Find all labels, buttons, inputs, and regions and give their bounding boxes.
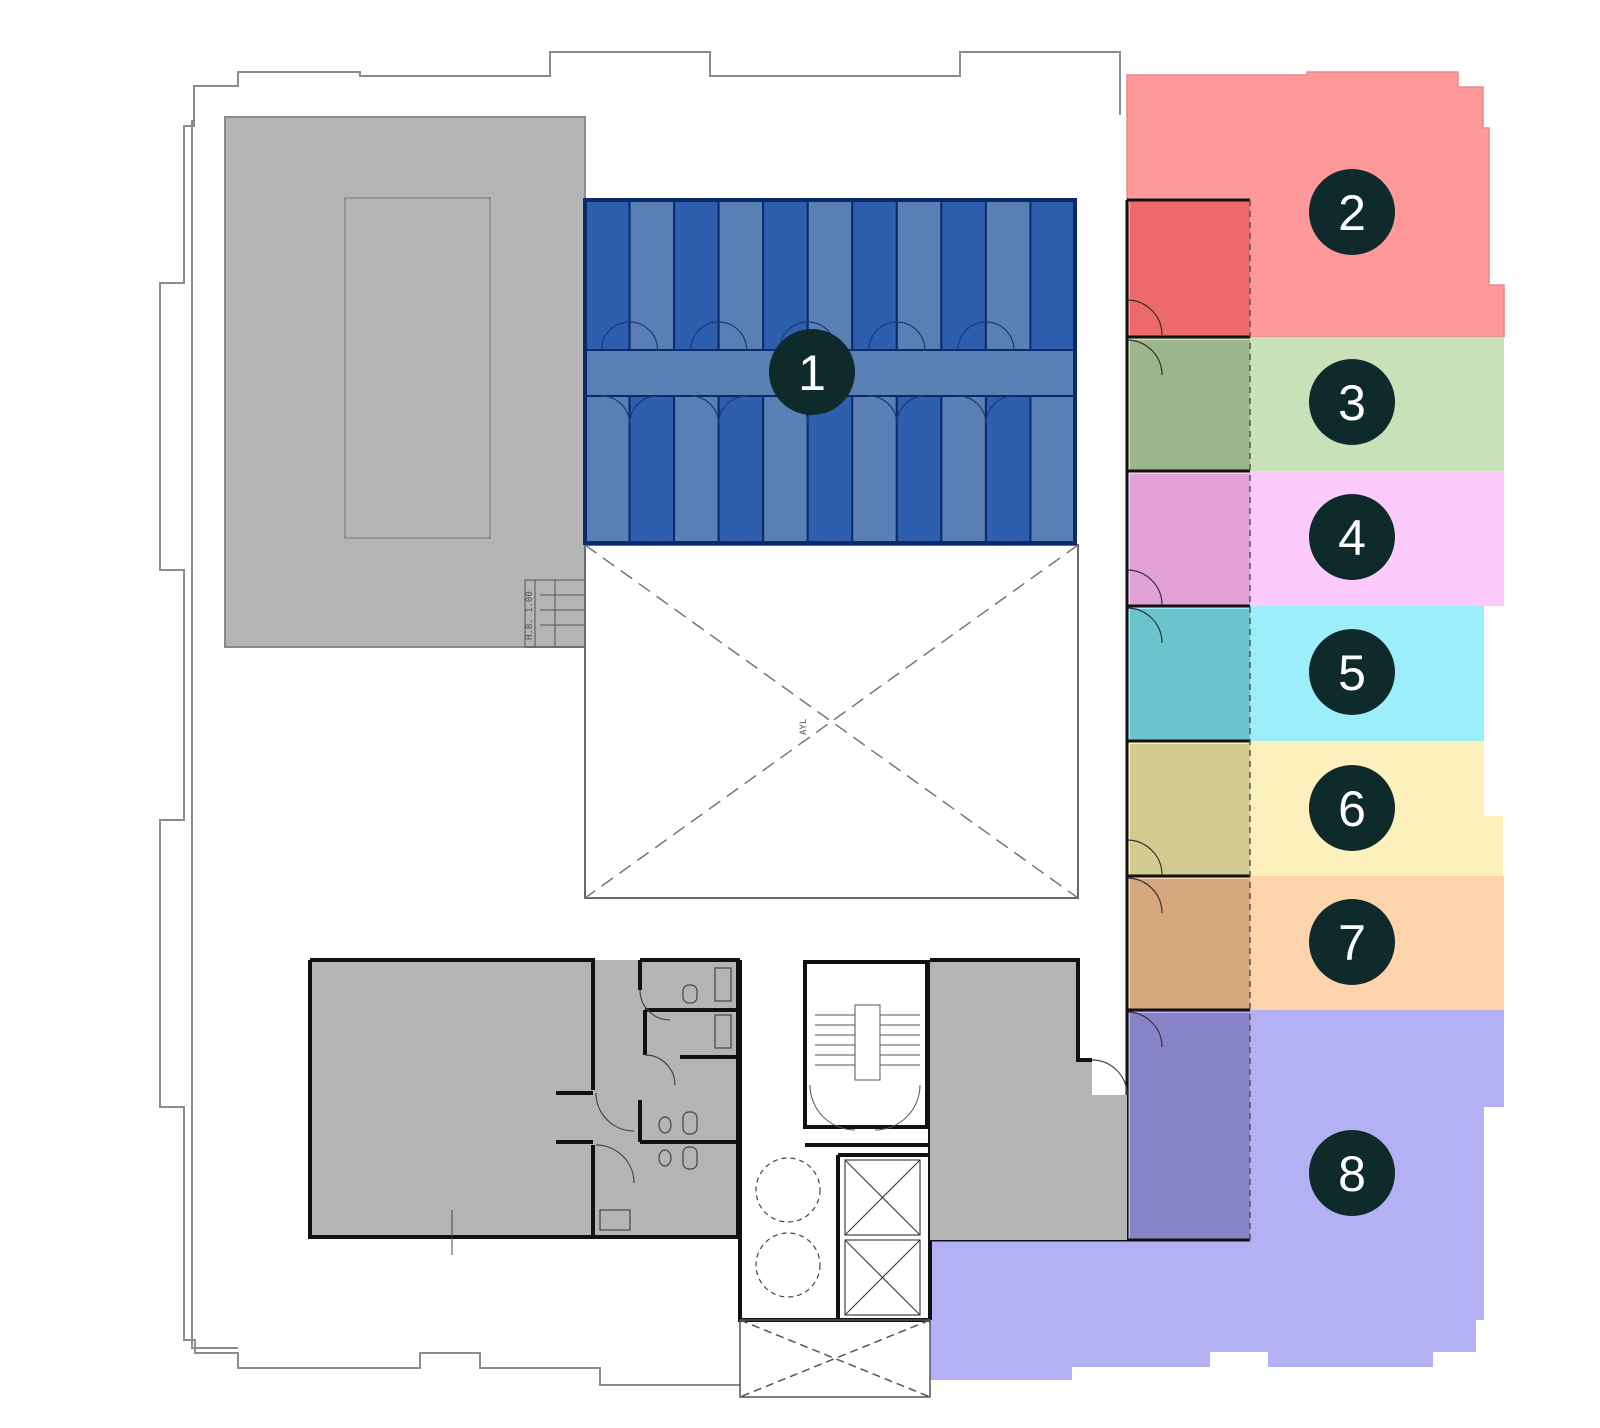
unit-marker-5 [1309,629,1395,715]
unit-5[interactable] [1127,606,1484,741]
unit-number-6: 6 [1338,781,1366,837]
stair-steps [524,579,586,648]
unit-number-8: 8 [1338,1146,1366,1202]
service-block-bottom-left [308,958,740,1255]
unit-number-1: 1 [798,345,826,401]
unit-marker-2 [1309,169,1395,255]
unit-number-5: 5 [1338,645,1366,701]
unit-marker-7 [1309,899,1395,985]
atrium-void: AYL [584,544,1079,899]
building-core [738,960,932,1398]
building-outline [159,51,1121,1386]
unit-marker-6 [1309,765,1395,851]
unit-number-3: 3 [1338,375,1366,431]
unit-1[interactable] [583,198,1077,545]
unit-number-2: 2 [1338,185,1366,241]
unit-marker-3 [1309,359,1395,445]
service-block-top-left: H.B. 1.00 [224,116,586,648]
unit-marker-4 [1309,494,1395,580]
stair-label: H.B. 1.00 [525,591,535,640]
void-label: AYL [799,719,809,735]
unit-markers: 1 2 3 4 5 6 7 8 [769,169,1395,1216]
door-swings-right [1126,299,1163,1048]
unit-marker-1 [769,329,855,415]
unit-8[interactable] [930,1010,1504,1380]
right-column-walls [930,198,1250,1242]
unit-marker-8 [1309,1130,1395,1216]
bottom-shaft [739,1319,931,1398]
unit-number-7: 7 [1338,915,1366,971]
service-block-core-right [930,958,1128,1240]
unit-number-4: 4 [1338,510,1366,566]
